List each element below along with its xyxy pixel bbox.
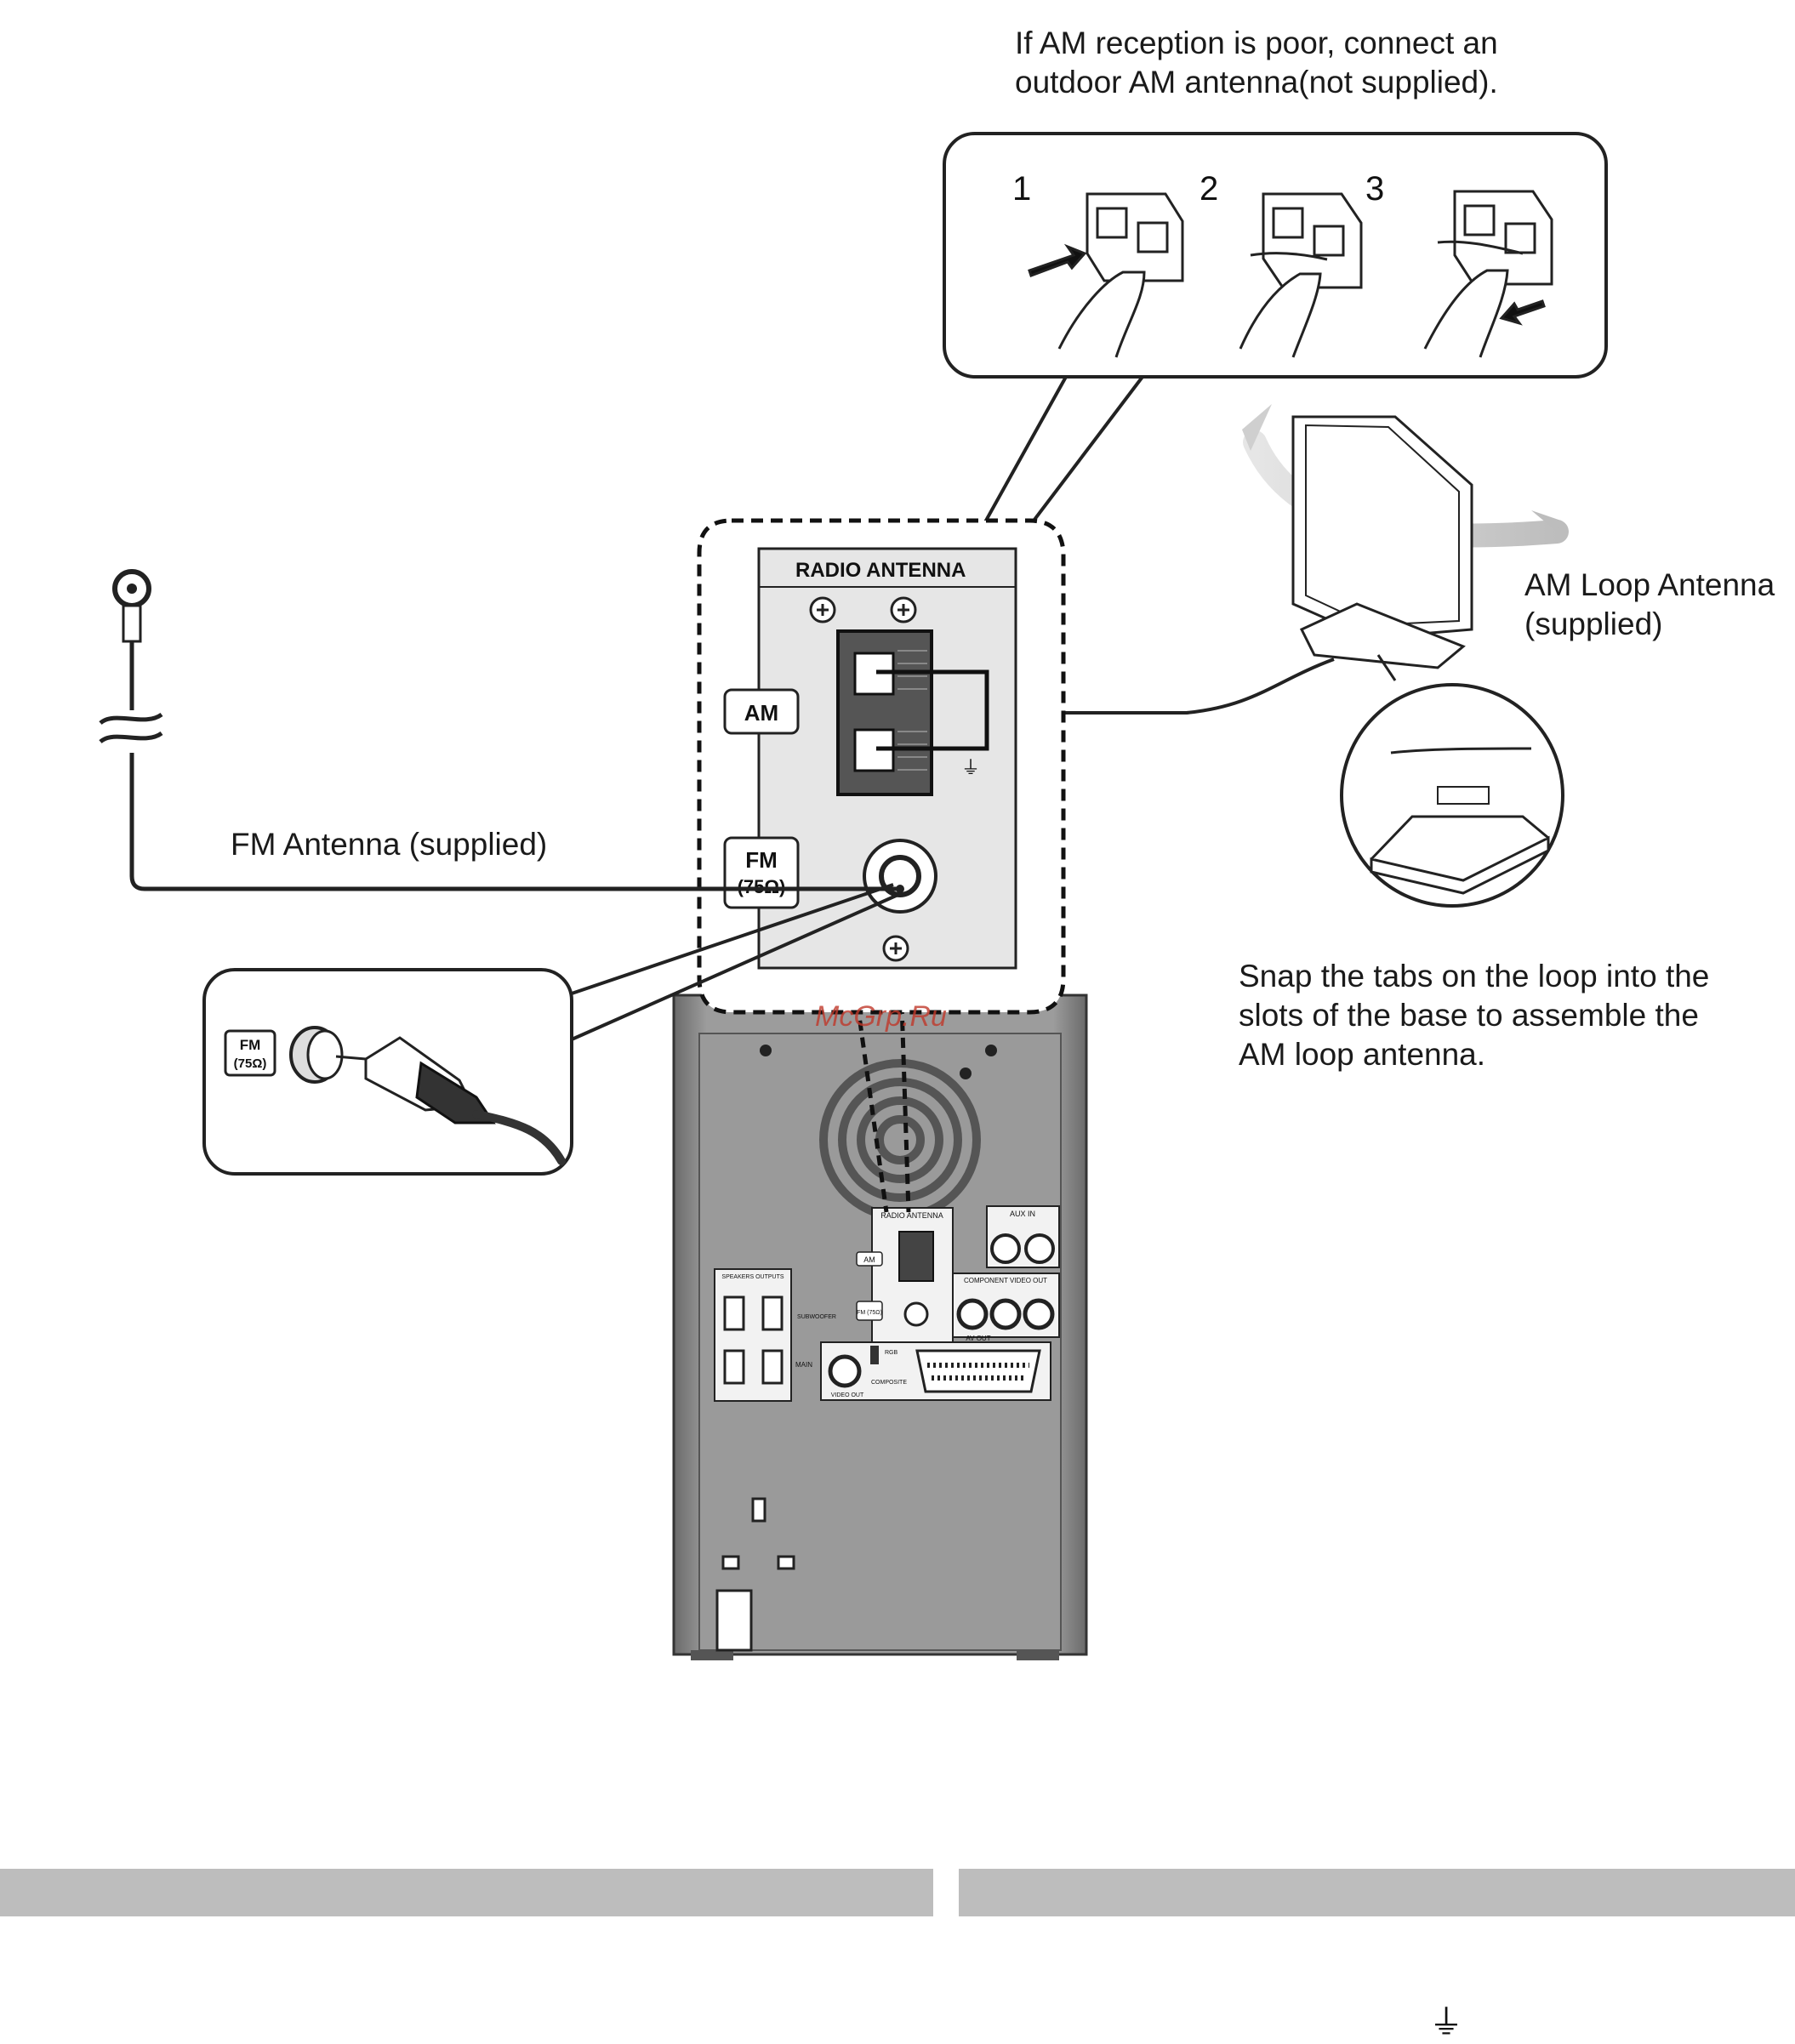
- caption-line: FM Antenna (supplied): [231, 827, 548, 862]
- zoom-pointer-line: [855, 1003, 889, 1213]
- output-switch: [870, 1346, 879, 1364]
- caption-line: (supplied): [1524, 606, 1663, 641]
- rear-label-am: AM: [863, 1255, 875, 1264]
- fm-plug-inset: FM (75Ω): [202, 883, 903, 1176]
- component-jack: [1023, 1298, 1055, 1330]
- am-label: AM: [744, 700, 778, 726]
- screw-icon: [760, 1045, 772, 1056]
- step-1-illustration: [1028, 192, 1184, 358]
- video-out-jack: [828, 1354, 862, 1388]
- radio-antenna-panel-zoom: RADIO ANTENNA ⏚ AM FM (75Ω): [697, 518, 1066, 1015]
- am-loop-antenna: [991, 404, 1569, 908]
- caption-am-outdoor: If AM reception is poor, connect an outd…: [1015, 24, 1498, 102]
- power-switch: [751, 1497, 766, 1523]
- fm-antenna-wire: [99, 569, 900, 891]
- step-3-illustration: [1423, 190, 1553, 358]
- caption-line: If AM reception is poor, connect an: [1015, 26, 1498, 60]
- speaker-terminal: [761, 1295, 784, 1331]
- rear-am-terminal: [898, 1231, 934, 1282]
- caption-fm-antenna: FM Antenna (supplied): [231, 825, 547, 864]
- component-jack: [956, 1298, 989, 1330]
- aux-in-jack: [1024, 1233, 1055, 1264]
- am-antenna-wire: [991, 658, 1335, 715]
- ground-icon: ⏚: [961, 758, 980, 779]
- rear-label-rgb: RGB: [885, 1350, 898, 1356]
- loop-antenna-base: [1299, 602, 1466, 669]
- caption-line: AM Loop Antenna: [1524, 567, 1775, 602]
- rotation-arrow-head: [1242, 404, 1272, 451]
- am-label-box: [723, 688, 800, 735]
- rear-label-av-out: AV OUT: [966, 1335, 990, 1342]
- speaker-terminal: [723, 1349, 745, 1385]
- zoom-pointer-line: [899, 1003, 911, 1213]
- wire-break-icon: [99, 712, 163, 744]
- unit-rear-body: RADIO ANTENNA AM FM (75Ω) AUX IN COMPONE…: [672, 994, 1088, 1660]
- caption-line: AM loop antenna.: [1239, 1037, 1486, 1072]
- step-number-2: 2: [1200, 170, 1218, 208]
- am-wire-loop: [876, 669, 989, 751]
- caption-line: Snap the tabs on the loop into the: [1239, 959, 1710, 994]
- rear-label-component-video: COMPONENT VIDEO OUT: [964, 1277, 1047, 1284]
- aux-in-jack: [990, 1233, 1021, 1264]
- fm-inset-label-bottom: (75Ω): [234, 1056, 267, 1071]
- screw-icon: [882, 935, 909, 962]
- caption-snap-tabs: Snap the tabs on the loop into the slots…: [1239, 957, 1709, 1074]
- fm-inset-label-top: FM: [240, 1037, 261, 1053]
- speaker-terminal: [723, 1295, 745, 1331]
- section-header-bar-left: [0, 1869, 933, 1916]
- rear-label-aux-in: AUX IN: [1010, 1210, 1035, 1218]
- caption-line: outdoor AM antenna(not supplied).: [1015, 65, 1498, 100]
- step-2-illustration: [1239, 192, 1363, 358]
- caption-line: slots of the base to assemble the: [1239, 998, 1699, 1033]
- screw-icon: [960, 1068, 972, 1079]
- step-number-1: 1: [1012, 170, 1031, 208]
- section-header-bar-right: [959, 1869, 1795, 1916]
- scart-connector: [915, 1349, 1041, 1393]
- caption-am-loop: AM Loop Antenna (supplied): [1524, 566, 1775, 644]
- rear-label-radio-antenna: RADIO ANTENNA: [880, 1211, 943, 1220]
- fm-plug-cable: [472, 1110, 566, 1165]
- rear-fm-jack: [903, 1301, 929, 1327]
- rear-label-video-out: VIDEO OUT: [831, 1392, 864, 1398]
- fm-label-top: FM: [745, 847, 778, 873]
- rear-label-main: MAIN: [795, 1361, 812, 1369]
- rotation-arrow-head: [1531, 510, 1561, 532]
- screw-icon: [985, 1045, 997, 1056]
- power-cord-socket: [715, 1589, 753, 1652]
- rear-label-fm: FM (75Ω): [857, 1310, 882, 1316]
- rear-label-composite: COMPOSITE: [871, 1380, 907, 1386]
- watermark: McGrp.Ru: [815, 1000, 947, 1033]
- rear-label-speakers: SPEAKERS OUTPUTS: [721, 1274, 784, 1280]
- panel-title: RADIO ANTENNA: [795, 559, 966, 582]
- rear-label-subwoofer: SUBWOOFER: [797, 1314, 836, 1320]
- step-number-3: 3: [1365, 170, 1384, 208]
- screw-icon: [809, 596, 836, 623]
- component-jack: [989, 1298, 1022, 1330]
- screw-icon: [890, 596, 917, 623]
- speaker-terminal: [761, 1349, 784, 1385]
- ground-symbol-icon: ⏚: [1429, 2003, 1463, 2042]
- fm-inset-label-box: [224, 1029, 276, 1077]
